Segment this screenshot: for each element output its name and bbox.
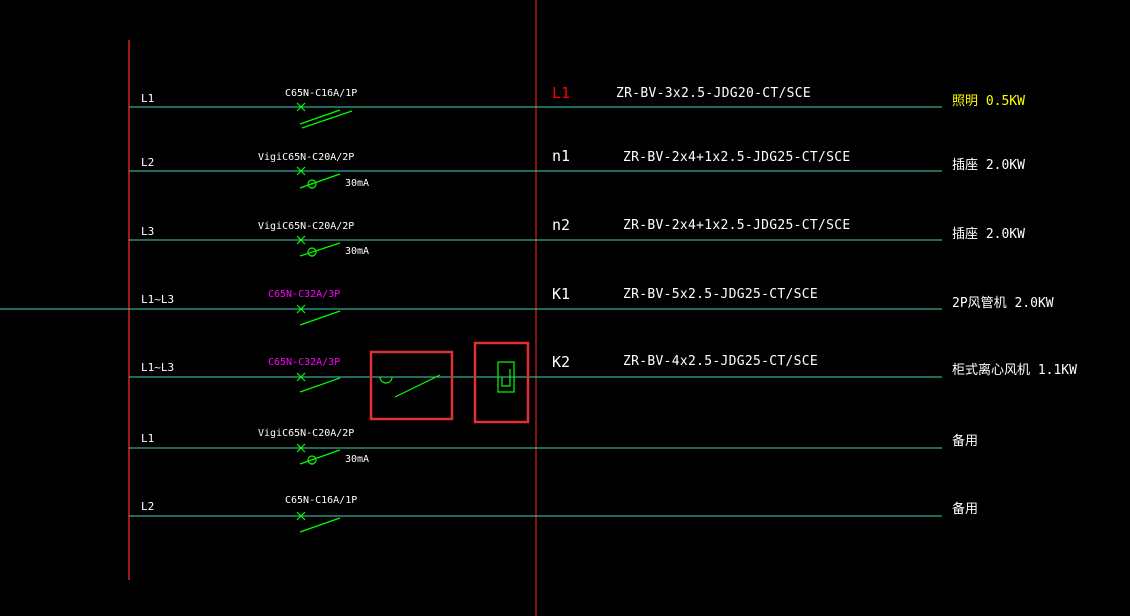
rcd-rating: 30mA (345, 178, 370, 189)
circuit-number: n2 (552, 216, 571, 234)
phase-label: L2 (141, 156, 155, 169)
cable-spec: ZR-BV-5x2.5-JDG25-CT/SCE (623, 287, 819, 302)
breaker-symbol (296, 372, 341, 393)
load-label: 备用 (952, 434, 979, 449)
rcd-breaker-symbol (296, 443, 341, 465)
thermal-relay-symbol (473, 341, 530, 424)
contactor-symbol (369, 350, 454, 421)
rcd-breaker-symbol (296, 235, 341, 257)
circuit-number: L1 (552, 84, 571, 102)
load-label: 备用 (952, 502, 979, 517)
breaker-symbol (296, 102, 353, 129)
cable-spec: ZR-BV-4x2.5-JDG25-CT/SCE (623, 354, 819, 369)
rcd-rating: 30mA (345, 454, 370, 465)
breaker-label: VigiC65N-C20A/2P (258, 152, 355, 163)
breaker-label: VigiC65N-C20A/2P (258, 221, 355, 232)
load-label: 插座 2.0KW (952, 227, 1025, 242)
phase-label: L1~L3 (141, 361, 175, 374)
phase-label: L1 (141, 92, 155, 105)
load-label: 照明 0.5KW (952, 94, 1025, 109)
breaker-symbol (296, 304, 341, 326)
load-label: 2P风管机 2.0KW (952, 296, 1054, 311)
breaker-label: C65N-C16A/1P (285, 88, 358, 99)
phase-label: L2 (141, 500, 155, 513)
phase-label: L1~L3 (141, 293, 175, 306)
circuit-number: K1 (552, 285, 571, 303)
cable-spec: ZR-BV-2x4+1x2.5-JDG25-CT/SCE (623, 150, 851, 165)
load-label: 插座 2.0KW (952, 158, 1025, 173)
circuit-number: K2 (552, 353, 571, 371)
phase-label: L1 (141, 432, 155, 445)
breaker-symbol (296, 511, 341, 533)
load-label: 柜式离心风机 1.1KW (952, 363, 1077, 378)
rcd-rating: 30mA (345, 246, 370, 257)
breaker-label: C65N-C32A/3P (268, 357, 341, 368)
breaker-label: C65N-C32A/3P (268, 289, 341, 300)
cable-spec: ZR-BV-3x2.5-JDG20-CT/SCE (616, 86, 812, 101)
breaker-label: C65N-C16A/1P (285, 495, 358, 506)
cable-spec: ZR-BV-2x4+1x2.5-JDG25-CT/SCE (623, 218, 851, 233)
rcd-breaker-symbol (296, 166, 341, 189)
circuit-number: n1 (552, 147, 571, 165)
breaker-label: VigiC65N-C20A/2P (258, 428, 355, 439)
phase-label: L3 (141, 225, 155, 238)
